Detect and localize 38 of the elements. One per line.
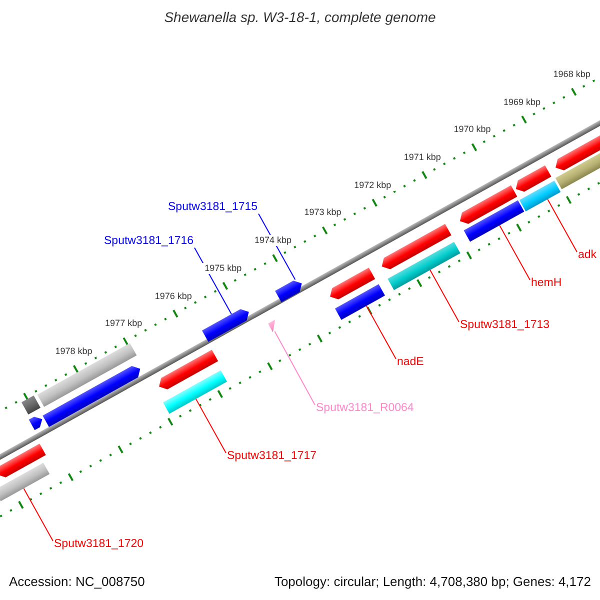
gene-feature xyxy=(275,280,302,302)
rna-triangle xyxy=(268,320,276,332)
gene-label: Sputw3181_1715 xyxy=(168,201,258,215)
leader-line xyxy=(499,224,530,280)
gene-label: adk xyxy=(578,249,597,263)
gene-bar xyxy=(555,150,600,190)
gene-label: nadE xyxy=(397,356,424,370)
gene-label: Sputw3181_1720 xyxy=(54,538,144,552)
gene-feature xyxy=(42,366,140,427)
gene-feature xyxy=(159,350,218,390)
leader-line xyxy=(547,198,578,252)
leader-line xyxy=(274,330,316,406)
gene-bar xyxy=(163,370,227,414)
leader-line xyxy=(23,488,54,542)
gene-feature xyxy=(516,165,552,192)
scale-label: 1975 kbp xyxy=(201,262,246,274)
gene-bar xyxy=(388,242,460,290)
gene-feature xyxy=(330,268,376,300)
gene-label: Sputw3181_1713 xyxy=(460,319,550,333)
gene-feature xyxy=(0,444,46,478)
gene-label: Sputw3181_1717 xyxy=(227,450,317,464)
gene-feature xyxy=(202,309,249,342)
chart-title: Shewanella sp. W3-18-1, complete genome xyxy=(163,9,437,26)
footer-text: Accession: NC_008750 xyxy=(9,574,145,590)
leader-line xyxy=(366,305,396,360)
gene-bar xyxy=(519,180,561,212)
gene-bar xyxy=(464,200,524,242)
gene-label: Sputw3181_R0064 xyxy=(316,402,414,416)
gene-bar xyxy=(0,462,50,502)
gene-feature xyxy=(382,224,452,270)
gene-label: hemH xyxy=(531,277,562,291)
gene-bar xyxy=(37,343,137,407)
gene-feature xyxy=(460,185,518,224)
gene-label: Sputw3181_1716 xyxy=(104,235,194,249)
gene-bar xyxy=(335,284,385,320)
footer-text: Topology: circular; Length: 4,708,380 bp; Genes: 4,172 xyxy=(274,574,591,590)
gene-feature xyxy=(556,134,600,170)
leader-line xyxy=(195,398,226,454)
